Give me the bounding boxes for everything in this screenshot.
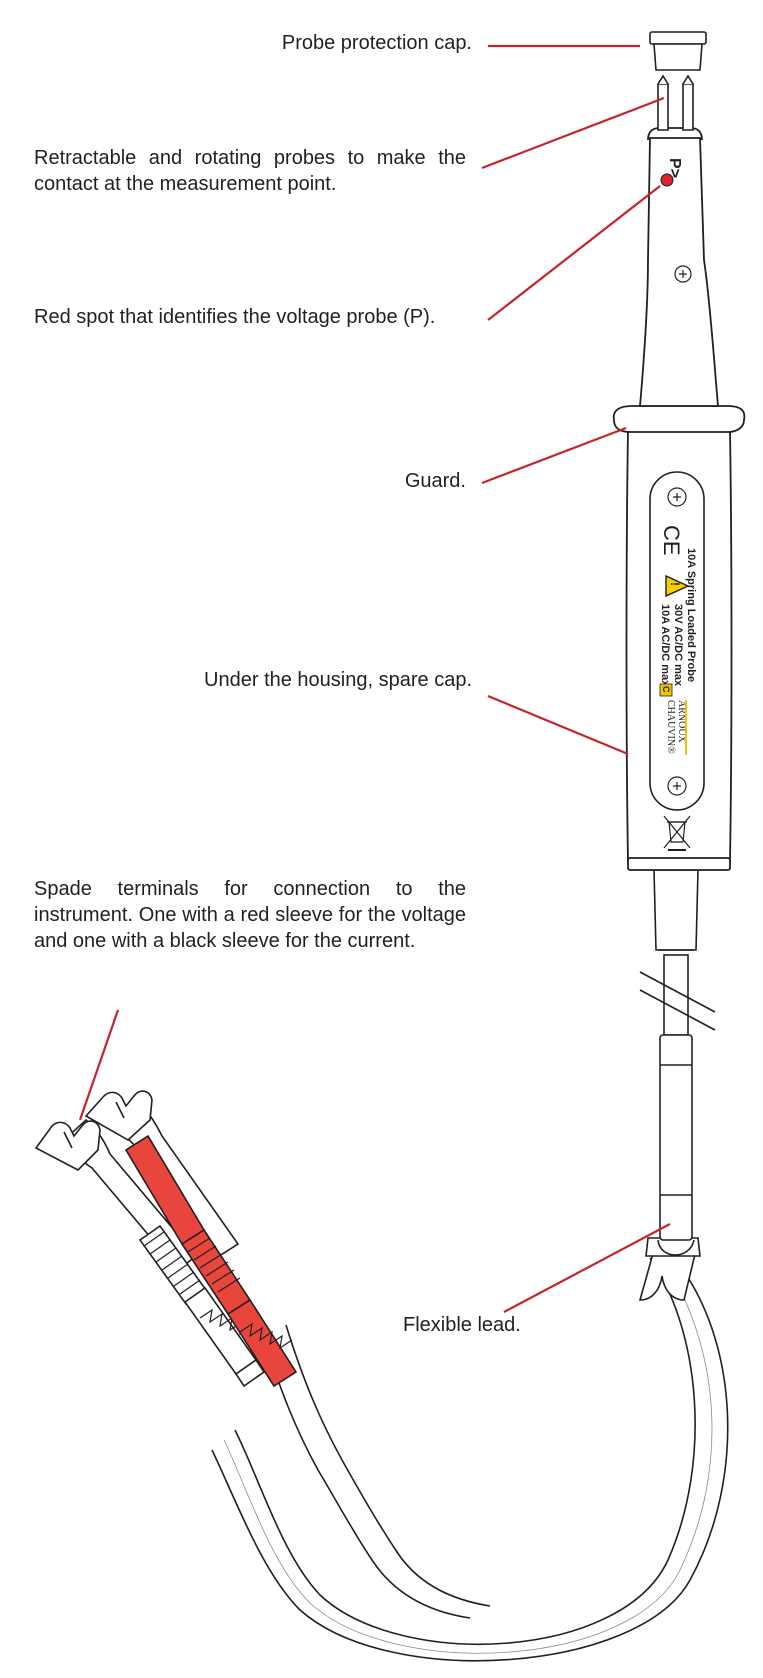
main-cable	[657, 954, 695, 1256]
strain-relief	[653, 869, 699, 951]
leader-guard	[481, 426, 627, 485]
housing-label-panel	[649, 471, 705, 811]
callout-flexible-lead: Flexible lead.	[403, 1314, 521, 1336]
probe-letters: P>	[666, 158, 683, 178]
leader-spare-cap	[487, 694, 629, 756]
svg-text:!: !	[668, 582, 682, 586]
leader-probes	[481, 96, 665, 170]
label-screw-top-icon	[667, 487, 687, 507]
protection-cap	[649, 31, 707, 71]
callout-probes: Retractable and rotating probes to make …	[34, 147, 466, 195]
spec-line-2: 30V AC/DC max	[672, 604, 684, 687]
brand-logo: C CHAUVIN® ARNOUX	[659, 683, 687, 755]
leader-spade	[78, 1009, 120, 1121]
flexible-lead-loop	[211, 1257, 729, 1662]
leader-red-spot	[487, 185, 661, 321]
leader-flexible-lead	[503, 1223, 671, 1313]
callout-protection-cap: Probe protection cap.	[281, 32, 472, 54]
spade-terminal-red	[84, 1090, 153, 1141]
probe-guard	[612, 405, 746, 433]
callout-spade-terminals: Spade terminals for connection to the in…	[34, 878, 466, 952]
spade-terminal-white	[34, 1120, 101, 1171]
probe-pins	[657, 74, 694, 131]
ce-mark: CE	[659, 525, 684, 556]
spec-line-3: 10A Spring Loaded Probe	[685, 548, 697, 682]
red-spot	[660, 173, 674, 187]
red-sleeve-lead	[110, 1098, 298, 1388]
svg-text:C: C	[661, 686, 671, 693]
brand-line-2: ARNOUX	[676, 700, 687, 744]
callout-red-spot: Red spot that identifies the voltage pro…	[34, 306, 436, 328]
weee-bin-icon	[663, 815, 691, 851]
upper-screw-icon	[674, 265, 692, 283]
callout-guard: Guard.	[404, 470, 466, 492]
leader-lines	[78, 44, 671, 1313]
cable-break-marks	[639, 971, 716, 1031]
spec-line-1: 10A AC/DC max	[659, 604, 671, 687]
label-screw-bottom-icon	[667, 776, 687, 796]
warning-triangle-icon: !	[665, 574, 690, 598]
brand-line-1: CHAUVIN®	[665, 700, 676, 754]
callout-spare-cap: Under the housing, spare cap.	[204, 669, 472, 691]
